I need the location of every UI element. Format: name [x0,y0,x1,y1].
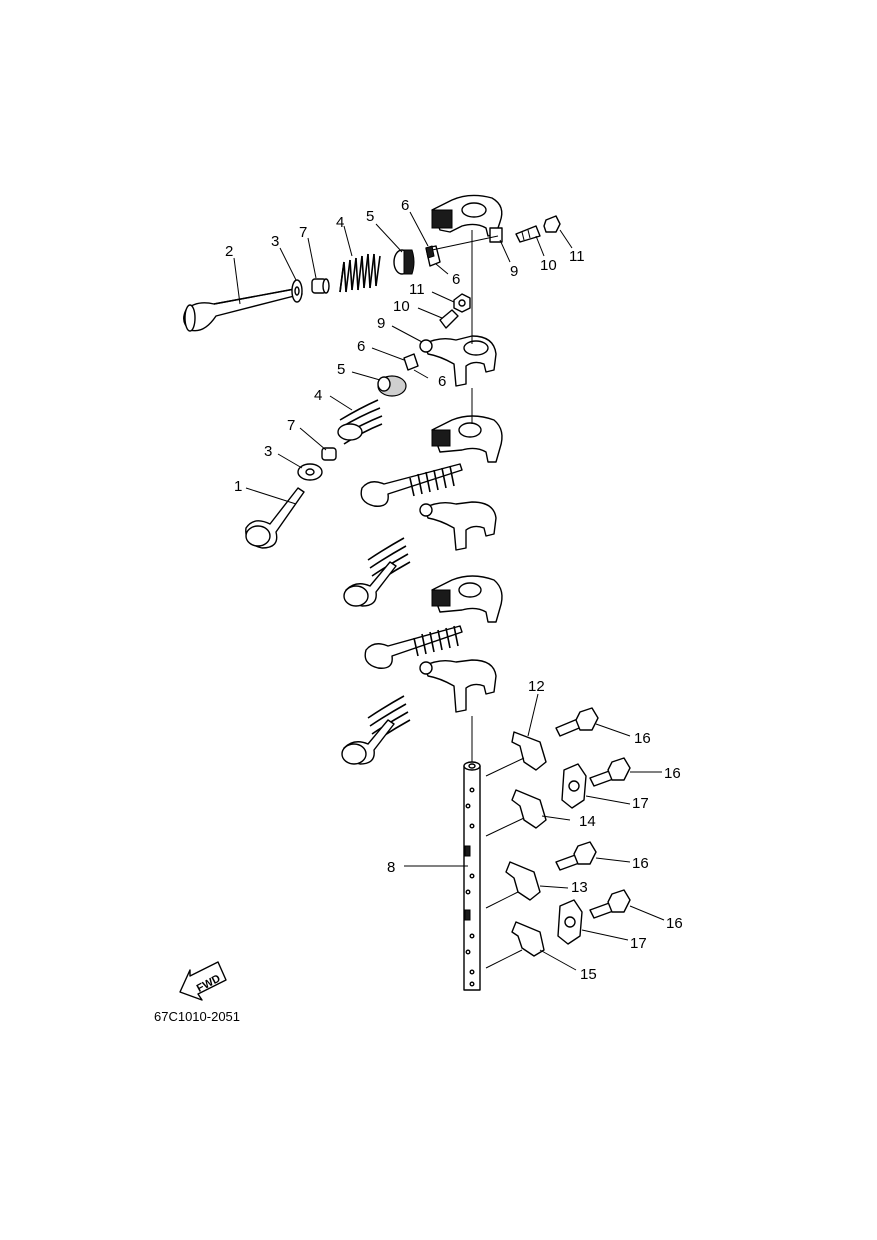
callout-3: 3 [271,233,279,250]
valve-spring-retainer-mid [377,375,407,397]
valve-upper [183,287,303,332]
callout-1: 1 [234,478,242,495]
spring-seat-washer-mid [297,463,323,481]
callout-4: 4 [336,214,344,231]
callout-13: 13 [571,879,588,896]
valve-cotter-upper [425,245,441,267]
bolt-16d [589,889,631,919]
callout-4: 4 [314,387,322,404]
callout-9: 9 [377,315,385,332]
drawing-code: 67C1010-2051 [154,1009,240,1024]
valve-intake-upper [245,487,305,549]
callout-7: 7 [287,417,295,434]
callout-2: 2 [225,243,233,260]
callout-16: 16 [632,855,649,872]
callout-5: 5 [337,361,345,378]
callout-17: 17 [632,795,649,812]
leader-lines [233,211,665,971]
callout-6: 6 [357,338,365,355]
callout-labels: 2 3 7 4 5 6 6 9 10 11 11 10 9 6 6 5 4 7 … [225,197,683,983]
valve-stem-seal-upper [311,278,330,294]
shaft-holder-12 [485,731,547,777]
callout-3: 3 [264,443,272,460]
callout-11: 11 [409,281,425,298]
callout-15: 15 [580,966,597,983]
adjusting-screw-mid [439,309,459,329]
rocker-assembly-6 [341,659,497,765]
callout-14: 14 [579,813,596,830]
callout-6: 6 [438,373,446,390]
callout-7: 7 [299,224,307,241]
callout-11: 11 [569,248,585,265]
callout-6: 6 [401,197,409,214]
callout-16: 16 [666,915,683,932]
shaft-holder-14 [485,789,547,837]
callout-5: 5 [366,208,374,225]
bolt-16b [589,757,631,787]
rocker-arm-second [419,335,497,387]
rocker-assembly-4 [343,501,497,607]
callout-8: 8 [387,859,395,876]
rocker-shaft [463,761,481,991]
callout-10: 10 [540,257,557,274]
valve-stem-seal-mid [321,447,337,461]
callout-6: 6 [452,271,460,288]
valve-spring-mid [337,399,383,445]
callout-16: 16 [634,730,651,747]
bolt-16c [555,841,597,871]
spring-seat-washer-upper [291,279,303,303]
rocker-assembly-5 [364,575,503,669]
callout-10: 10 [393,298,410,315]
stopper-plate-upper [561,763,587,809]
callout-9: 9 [510,263,518,280]
shaft-holder-13 [485,861,541,909]
valve-spring-upper [339,253,381,293]
fwd-arrow-icon: FWD [179,961,227,1001]
callout-16: 16 [664,765,681,782]
rocker-arm-top [431,194,503,243]
stopper-plate-lower [557,899,583,945]
lock-nut-top [543,215,561,233]
valve-cotter-mid [403,353,419,371]
adjusting-screw-top [515,225,541,243]
rocker-assembly-3 [360,415,503,507]
callout-17: 17 [630,935,647,952]
callout-12: 12 [528,678,545,695]
valve-spring-retainer-upper [393,249,415,275]
lock-nut-mid [453,293,471,313]
shaft-holder-15 [485,921,545,969]
bolt-16a [555,707,599,737]
